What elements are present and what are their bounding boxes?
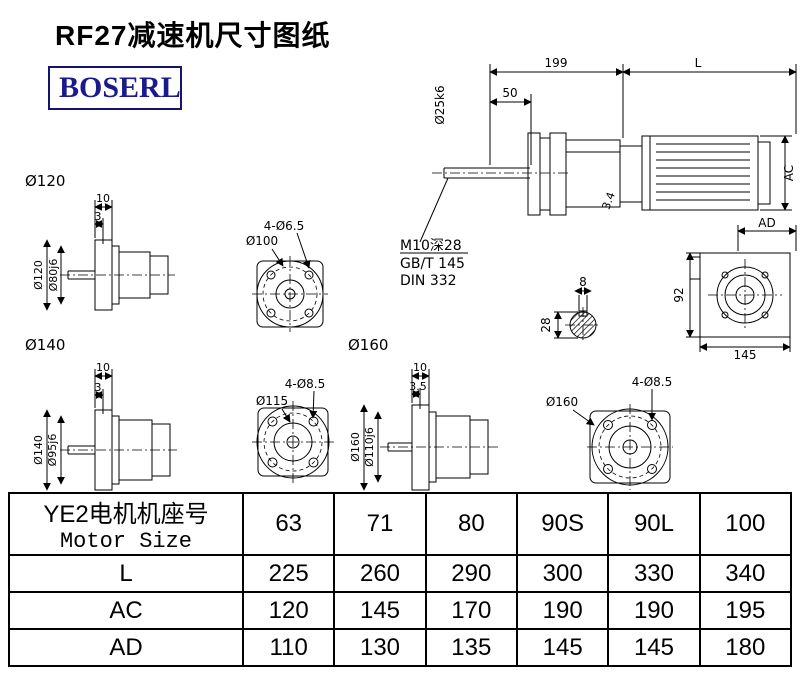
- dimension-lines: [43, 200, 113, 311]
- dim-bolt-holes: 4-Ø6.5: [264, 219, 305, 233]
- dim-AC: AC: [782, 165, 796, 181]
- dim-92: 92: [672, 287, 686, 302]
- leader-lines: [281, 390, 318, 423]
- table-cell: 260: [333, 554, 427, 593]
- table-cell: 130: [333, 628, 427, 667]
- dim-outer-diameter: Ø100: [246, 234, 278, 248]
- dim-spigot-diameter: Ø110j6: [363, 427, 376, 467]
- dim-10: 10: [96, 192, 110, 205]
- table-cell: 290: [424, 554, 518, 593]
- dimension-lines: [400, 64, 797, 254]
- dim-bolt-holes: 4-Ø8.5: [285, 377, 326, 391]
- dim-28: 28: [539, 317, 553, 332]
- part-outline: [587, 404, 673, 490]
- table-cell: 180: [698, 628, 793, 667]
- note-std2: DIN 332: [400, 273, 457, 289]
- table-cell: 120: [241, 591, 336, 630]
- flange-140-label: Ø140: [25, 336, 66, 354]
- brand-logo-text: BOSERL: [59, 71, 181, 104]
- part-outline: [60, 409, 177, 491]
- note-thread: M10深28: [400, 238, 462, 254]
- flange-115-front-drawing: 4-Ø8.5 Ø115: [252, 377, 334, 483]
- dim-199: 199: [545, 56, 568, 70]
- flange-160-label: Ø160: [348, 336, 389, 354]
- row-label: AC: [8, 591, 244, 630]
- dim-outer-diameter: Ø160: [349, 432, 362, 462]
- table-cell: 110: [241, 628, 336, 667]
- dim-3: 3: [95, 210, 102, 223]
- brand-logo: BOSERL: [48, 66, 182, 110]
- table-cell: 145: [333, 591, 427, 630]
- dimension-lines: [360, 369, 430, 491]
- flange-160-front-drawing: 4-Ø8.5 Ø160: [546, 375, 673, 490]
- dim-spigot-diameter: Ø80j6: [47, 259, 60, 292]
- dim-10: 10: [96, 361, 110, 374]
- dim-145: 145: [734, 348, 757, 362]
- table-size-cell: 90L: [607, 492, 701, 556]
- dim-outer-diameter: Ø160: [546, 395, 578, 409]
- flange-120-label: Ø120: [25, 172, 66, 190]
- end-view-drawing: AD 92 145 8 28: [539, 216, 797, 362]
- dimension-lines: [43, 369, 113, 491]
- table-cell: 330: [607, 554, 701, 593]
- part-outline: [252, 256, 328, 332]
- shaft-cross-section: [565, 307, 601, 343]
- table-cell: 190: [607, 591, 701, 630]
- motor-outline: [641, 135, 771, 211]
- part-outline: [252, 401, 334, 483]
- table-size-cell: 100: [698, 492, 793, 556]
- table-size-cell: 63: [241, 492, 336, 556]
- table-row-AD: AD 110 130 135 145 145 180: [8, 628, 793, 667]
- part-outline: [380, 404, 500, 491]
- table-cell: 145: [515, 628, 610, 667]
- note-std1: GB/T 145: [400, 256, 465, 272]
- table-size-cell: 71: [333, 492, 427, 556]
- table-cell: 145: [607, 628, 701, 667]
- motor-size-table: YE2电机机座号 Motor Size 63 71 80 90S 90L 100…: [8, 492, 793, 667]
- table-row-AC: AC 120 145 170 190 190 195: [8, 591, 793, 630]
- row-label: L: [8, 554, 244, 593]
- table-cell: 225: [241, 554, 336, 593]
- row-label: AD: [8, 628, 244, 667]
- header-en: Motor Size: [59, 529, 193, 554]
- header-cn: YE2电机机座号: [43, 501, 209, 528]
- flange-100-front-drawing: 4-Ø6.5 Ø100: [246, 219, 328, 332]
- table-cell: 340: [698, 554, 793, 593]
- table-header-row: YE2电机机座号 Motor Size 63 71 80 90S 90L 100: [8, 492, 793, 556]
- table-size-cell: 90S: [515, 492, 610, 556]
- main-assembly-drawing: 199 L 50 Ø25k6 AC 3.4: [400, 56, 797, 289]
- dim-50: 50: [502, 86, 517, 100]
- dim-shaft-diameter: Ø25k6: [433, 85, 447, 124]
- table-cell: 195: [698, 591, 793, 630]
- table-cell: 170: [424, 591, 518, 630]
- dim-outer-diameter: Ø120: [32, 260, 45, 290]
- dim-spigot-diameter: Ø95j6: [46, 434, 59, 467]
- dim-AD: AD: [758, 216, 775, 230]
- dim-8: 8: [579, 275, 587, 289]
- housing-outline: [689, 252, 791, 338]
- table-cell: 135: [424, 628, 518, 667]
- leader-lines: [572, 389, 656, 426]
- table-corner-header: YE2电机机座号 Motor Size: [8, 492, 244, 556]
- dim-3: 3: [95, 381, 102, 394]
- table-row-L: L 225 260 290 300 330 340: [8, 554, 793, 593]
- table-size-cell: 80: [424, 492, 518, 556]
- flange-160-section-drawing: 10 3.5 Ø160 Ø110j6: [349, 361, 500, 491]
- dim-outer-diameter: Ø115: [256, 394, 288, 408]
- dim-bolt-holes: 4-Ø8.5: [632, 375, 673, 389]
- dim-3-5: 3.5: [409, 380, 427, 393]
- table-cell: 190: [515, 591, 610, 630]
- gearbox-outline: [432, 132, 643, 216]
- flange-140-section-drawing: 10 3 Ø140 Ø95j6: [32, 361, 177, 491]
- dim-10: 10: [413, 361, 427, 374]
- flange-120-section-drawing: 10 3 Ø120 Ø80j6: [32, 192, 175, 311]
- part-outline: [60, 239, 175, 311]
- dim-outer-diameter: Ø140: [32, 435, 45, 465]
- leader-lines: [271, 232, 311, 269]
- table-cell: 300: [515, 554, 610, 593]
- note-angle: 3.4: [600, 190, 618, 211]
- page-title: RF27减速机尺寸图纸: [55, 20, 331, 51]
- dim-L: L: [695, 56, 702, 70]
